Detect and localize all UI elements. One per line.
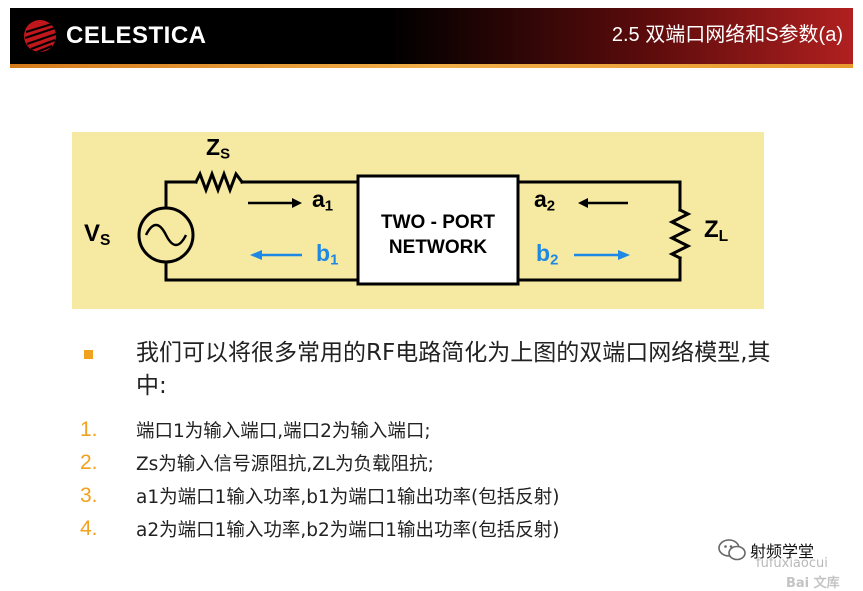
user-watermark: fufuxiaocui — [756, 556, 828, 571]
wechat-account-name: 射频学堂 — [750, 542, 815, 561]
resistor-zs — [193, 169, 245, 195]
list-item: 1. 端口1为输入端口,端口2为输入端口; — [80, 415, 780, 445]
list-text: 端口1为输入端口,端口2为输入端口; — [136, 421, 431, 442]
list-item: 4. a2为端口1输入功率,b2为端口1输出功率(包括反射) — [80, 514, 780, 544]
network-label: TWO - PORT NETWORK — [358, 210, 518, 260]
list-item: 2. Zs为输入信号源阻抗,ZL为负载阻抗; — [80, 448, 780, 478]
baidu-watermark: Bai 文库 — [786, 576, 840, 591]
wechat-icon — [718, 539, 746, 561]
intro-text: 我们可以将很多常用的RF电路简化为上图的双端口网络模型,其中: — [136, 340, 771, 399]
header-bar — [10, 8, 853, 64]
source-sine — [144, 223, 188, 247]
b2-label: b2 — [536, 240, 559, 269]
celestica-logo: CELESTICA — [22, 16, 207, 56]
b1-label: b1 — [316, 240, 339, 269]
two-port-diagram: VS ZS a1 b1 a2 b2 ZL TWO - PORT NETWORK — [72, 132, 764, 309]
header-accent-band — [10, 64, 853, 68]
zs-label: ZS — [206, 134, 231, 163]
list-item: 3. a1为端口1输入功率,b1为端口1输出功率(包括反射) — [80, 481, 780, 511]
celestica-globe-icon — [24, 20, 57, 54]
list-number: 4. — [80, 517, 98, 540]
a2-label: a2 — [534, 186, 556, 215]
arrow-b1 — [250, 250, 302, 260]
wechat-watermark: 射频学堂 — [718, 538, 814, 562]
resistor-zl — [668, 207, 692, 261]
arrow-a1 — [248, 198, 302, 208]
logo-text: CELESTICA — [66, 22, 207, 49]
a1-label: a1 — [312, 186, 334, 215]
network-line-1: TWO - PORT — [381, 212, 495, 233]
zl-label: ZL — [704, 216, 729, 245]
list-number: 1. — [80, 418, 98, 441]
bullet-marker — [84, 350, 93, 359]
list-number: 2. — [80, 451, 98, 474]
slide-title: 2.5 双端口网络和S参数(a) — [611, 24, 843, 46]
source-label: VS — [84, 220, 111, 249]
list-number: 3. — [80, 484, 98, 507]
network-line-2: NETWORK — [388, 237, 488, 258]
wire-bottom-right — [516, 256, 682, 282]
arrow-b2 — [574, 250, 630, 260]
list-text: a2为端口1输入功率,b2为端口1输出功率(包括反射) — [136, 520, 560, 541]
wire-top-right — [516, 180, 682, 212]
circuit-schematic — [137, 169, 692, 286]
arrow-a2 — [578, 198, 628, 208]
list-text: Zs为输入信号源阻抗,ZL为负载阻抗; — [136, 454, 434, 475]
list-text: a1为端口1输入功率,b1为端口1输出功率(包括反射) — [136, 487, 560, 508]
network-box — [356, 174, 520, 286]
